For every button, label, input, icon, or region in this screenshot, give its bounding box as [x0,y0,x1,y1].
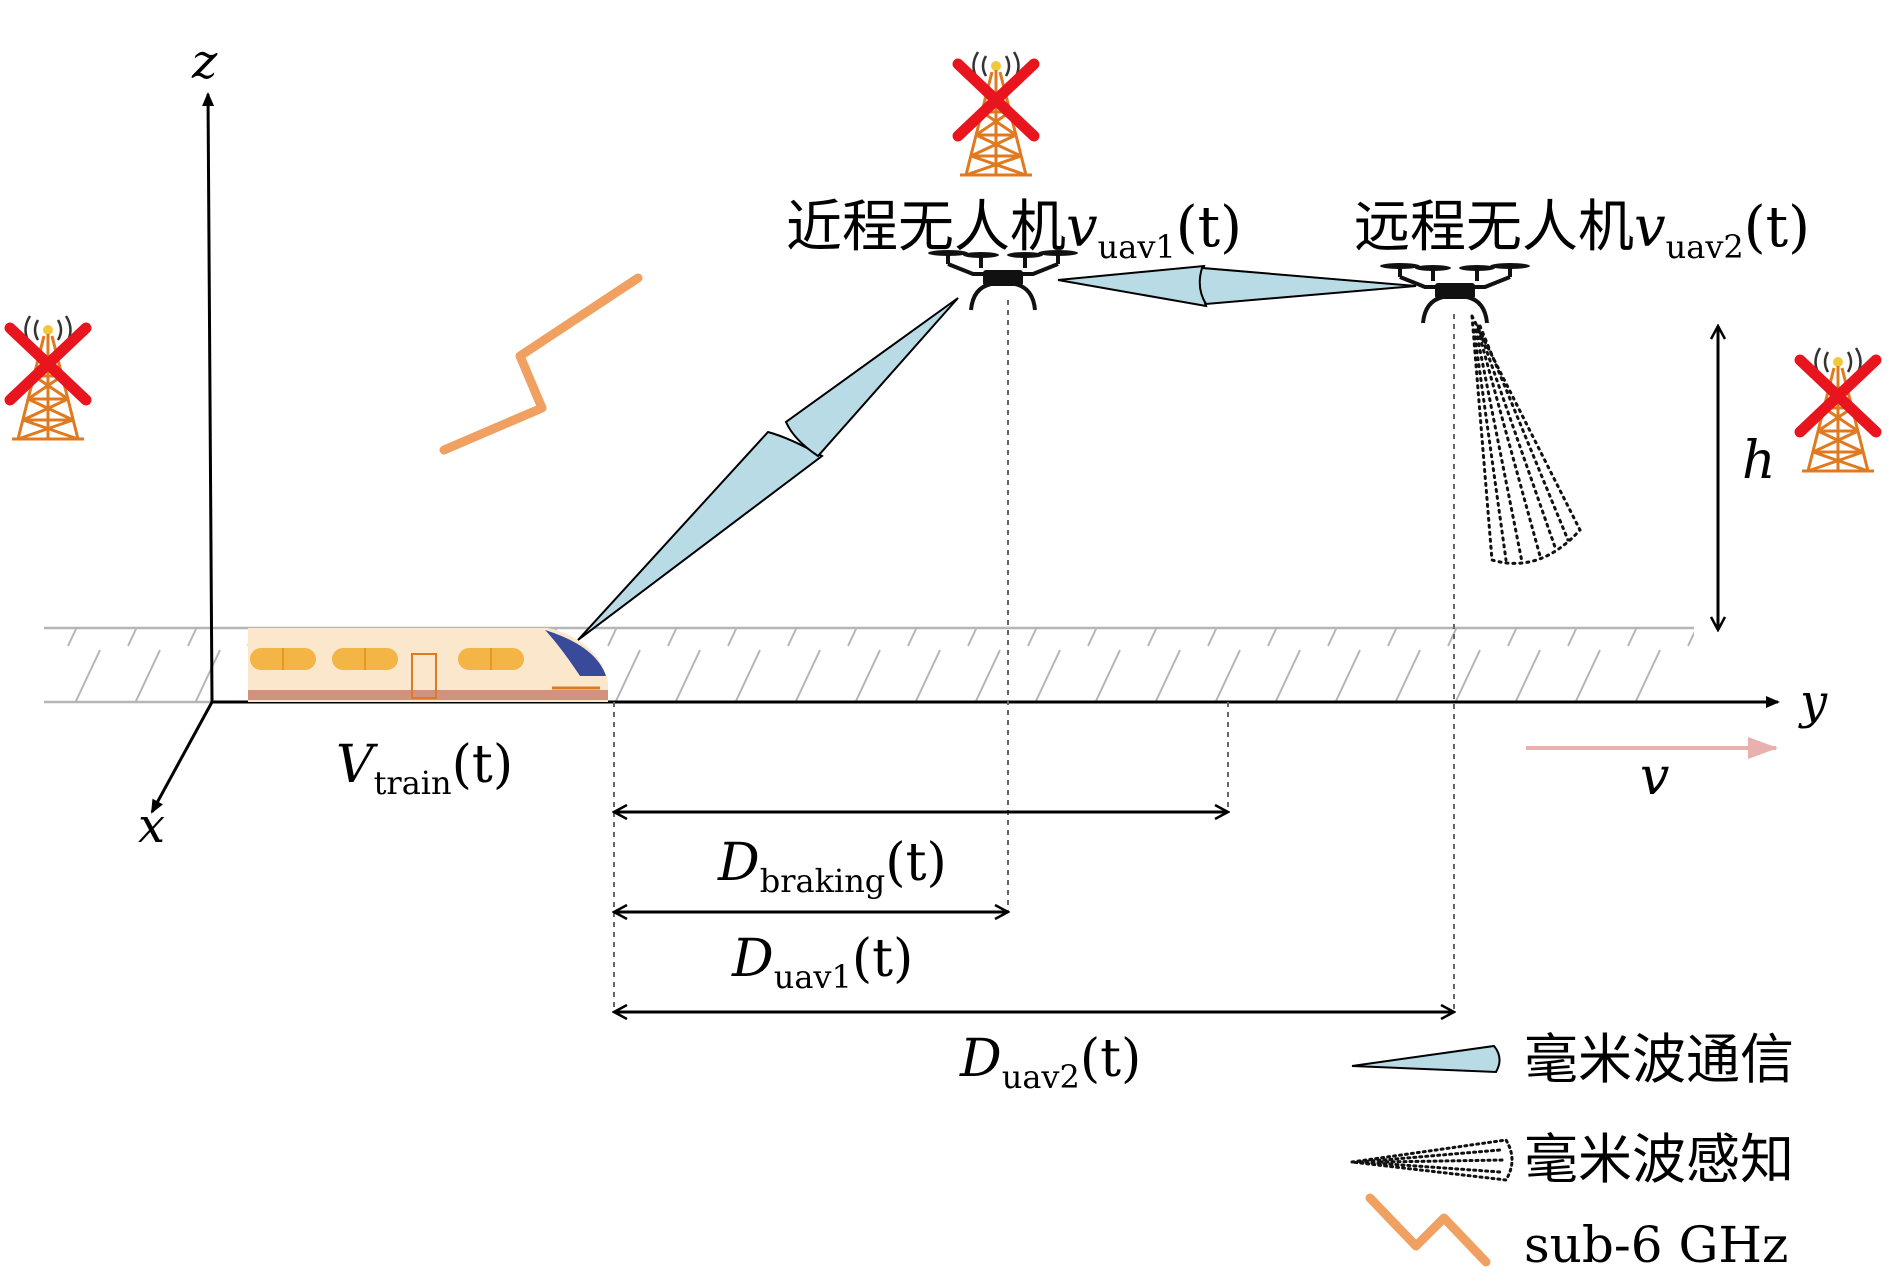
legend-mmwave-comm-label: 毫米波通信 [1524,1028,1794,1091]
mmwave-beam-train-uav1 [577,297,959,641]
legend: 毫米波通信 毫米波感知 sub-6 GHz [1351,1028,1794,1274]
x-axis-label: x [138,798,165,854]
velocity-label: v [1640,747,1669,807]
z-axis [202,92,215,703]
tower-icon-top [958,50,1034,177]
uav1-distance-label: Duav1(t) [731,929,913,996]
train-label: Vtrain(t) [336,735,513,802]
y-axis-label: y [1798,674,1828,730]
height-label: h [1742,431,1776,491]
z-axis-label: z [191,34,218,90]
uav1-label: 近程无人机vuav1(t) [786,195,1242,266]
uav2-distance-label: Duav2(t) [959,1029,1141,1096]
legend-mmwave-comm: 毫米波通信 [1351,1028,1794,1091]
legend-sub6: sub-6 GHz [1365,1193,1788,1274]
legend-mmwave-sense-label: 毫米波感知 [1524,1128,1794,1191]
tower-icon-left [10,314,86,441]
mmwave-beam-uav1-uav2 [1057,264,1417,308]
mmwave-sensing-cone [1470,315,1582,565]
braking-distance-label: Dbraking(t) [717,833,947,900]
train-door [411,653,437,699]
x-axis [150,701,214,814]
legend-sub6-label: sub-6 GHz [1524,1216,1788,1274]
train [248,628,608,702]
legend-mmwave-sense: 毫米波感知 [1351,1128,1794,1191]
tower-icon-right [1800,346,1876,473]
sub6-link [439,273,643,455]
uav2-label: 远程无人机vuav2(t) [1354,195,1810,266]
